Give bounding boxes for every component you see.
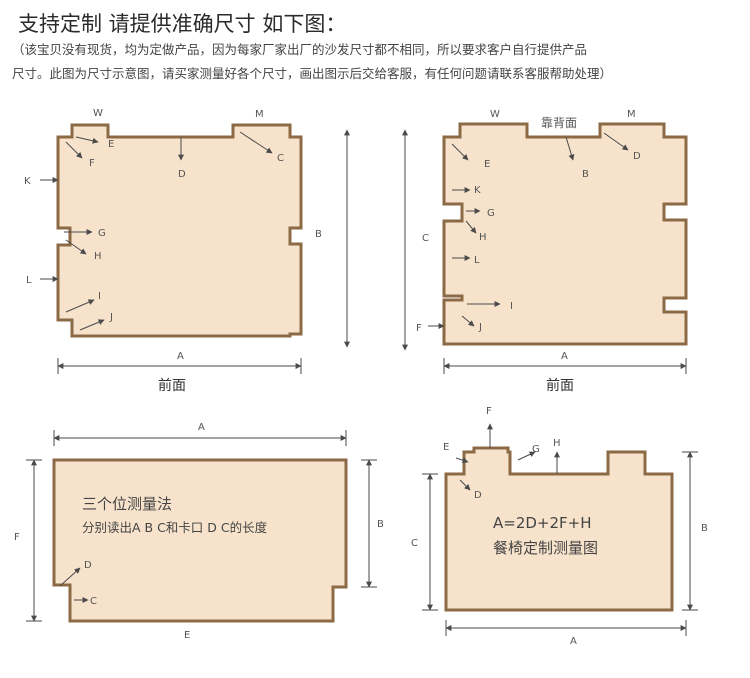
label-d: D [178,169,186,180]
label-e: E [108,139,114,150]
instruction-note: （该宝贝没有现货，均为定做产品，因为每家厂家出厂的沙发尺寸都不相同，所以要求客户… [12,38,612,86]
label-h: H [479,232,487,243]
method-description: 分别读出A B C和卡口 D C的长度 [82,520,268,535]
label-f: F [486,406,492,417]
label-i: I [98,291,101,302]
sofa-outline-3 [52,458,348,623]
label-d: D [633,151,641,162]
formula: A=2D+2F+H [493,514,592,532]
label-g: G [487,208,495,219]
label-b: B [582,169,589,180]
diagram-dining-chair: F E G H D C B A A=2D+2F+H 餐椅定制测量图 [411,406,708,647]
label-f: F [14,532,20,543]
label-c: C [422,233,429,244]
label-w: W [93,108,103,119]
label-e: E [484,159,490,170]
sofa-outline-2 [442,122,688,346]
label-d: D [474,490,482,501]
label-a: A [570,636,577,647]
method-title: 三个位测量法 [82,495,172,513]
diagram-three-position: A B F D C E 三个位测量法 分别读出A B C和卡口 D C的长度 [14,422,384,641]
caption-front-2: 前面 [546,377,574,394]
label-k: K [24,176,31,187]
instruction-line-1: （该宝贝没有现货，均为定做产品，因为每家厂家出厂的沙发尺寸都不相同，所以要求客户… [12,42,588,57]
label-l: L [26,275,32,286]
label-i: I [510,301,513,312]
label-e: E [443,442,449,453]
label-k: K [474,185,481,196]
caption-front-1: 前面 [158,377,186,394]
label-m: M [627,109,636,120]
label-h: H [553,438,561,449]
label-c: C [411,538,418,549]
label-f: F [89,158,95,169]
label-d: D [84,560,92,571]
chair-diagram-title: 餐椅定制测量图 [493,539,598,557]
label-m: M [255,109,264,120]
label-g: G [532,444,540,455]
label-b: B [315,229,322,240]
label-c: C [90,596,97,607]
page-title: 支持定制 请提供准确尺寸 如下图： [18,12,347,36]
diagram-front-1: W M E F D C K G H L I J B A 前面 [24,108,350,394]
label-a: A [198,422,205,433]
sofa-outline-1 [56,123,303,338]
label-j: J [478,322,482,333]
label-w: W [490,109,500,120]
label-l: L [474,255,480,266]
label-a: A [561,351,568,362]
label-j: J [109,312,113,323]
instruction-line-2: 尺寸。此图为尺寸示意图，请买家测量好各个尺寸，画出图示后交给客服，有任何问题请联… [12,66,613,81]
diagram-front-2: W M 靠背面 E D B K G H C L I F J A 前面 [402,109,688,394]
label-h: H [94,251,102,262]
label-a: A [177,351,184,362]
label-e: E [184,630,190,641]
label-g: G [98,228,106,239]
label-b: B [377,519,384,530]
label-f: F [416,323,422,334]
chair-outline [444,446,674,612]
label-kaobeimian: 靠背面 [541,116,577,130]
label-b: B [701,523,708,534]
label-c: C [277,153,284,164]
